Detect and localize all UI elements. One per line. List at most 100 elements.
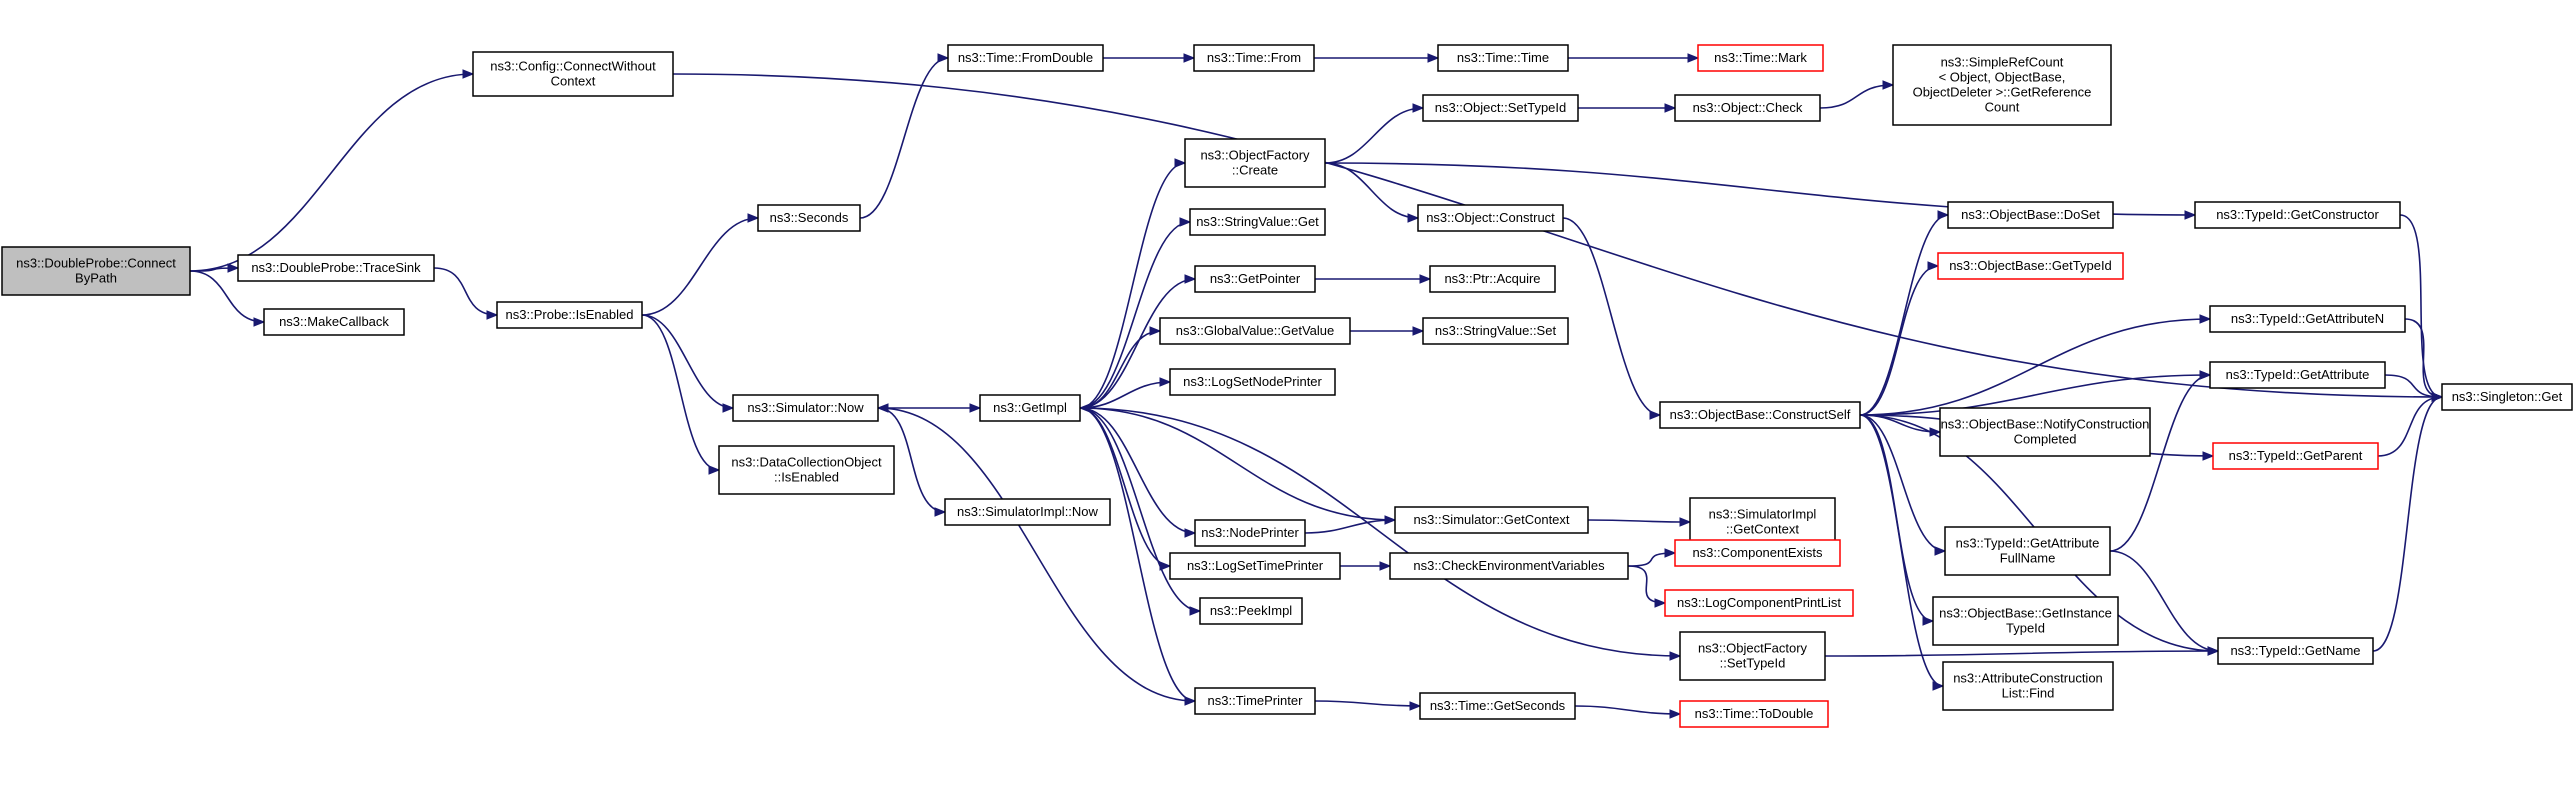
edge-arrowhead bbox=[227, 263, 240, 273]
edge-arrowhead bbox=[1183, 53, 1196, 63]
node-box bbox=[1394, 506, 1589, 534]
node-label: ns3::Ptr::Acquire bbox=[1444, 271, 1540, 286]
node-label: ns3::GlobalValue::GetValue bbox=[1176, 323, 1335, 338]
node-label: ns3::GetPointer bbox=[1210, 271, 1301, 286]
node-of-create[interactable]: ns3::ObjectFactory::Create bbox=[1184, 138, 1326, 188]
node-box bbox=[2209, 361, 2386, 389]
node-box bbox=[2217, 637, 2374, 665]
edge-get-constructor-to-singleton-get bbox=[2399, 214, 2443, 398]
node-label: ns3::Object::SetTypeId bbox=[1435, 100, 1567, 115]
edge-sim-get-context-to-get-impl bbox=[1079, 407, 1396, 521]
node-to-double[interactable]: ns3::Time::ToDouble bbox=[1679, 700, 1829, 728]
edge-root-to-connect-without bbox=[189, 73, 474, 272]
node-str-val-get[interactable]: ns3::StringValue::Get bbox=[1189, 208, 1326, 236]
node-from-double[interactable]: ns3::Time::FromDouble bbox=[947, 44, 1104, 72]
node-sim-now[interactable]: ns3::Simulator::Now bbox=[732, 394, 879, 422]
node-box bbox=[1419, 692, 1576, 720]
node-obj-check[interactable]: ns3::Object::Check bbox=[1674, 94, 1821, 122]
node-label: ns3::SimulatorImpl::Now bbox=[957, 504, 1098, 519]
node-sim-get-context[interactable]: ns3::Simulator::GetContext bbox=[1394, 506, 1589, 534]
edge-ob-construct-self-to-ac-list-find bbox=[1859, 414, 1944, 687]
node-label: ns3::ObjectFactory bbox=[1200, 148, 1310, 163]
node-label: ns3::TimePrinter bbox=[1208, 693, 1304, 708]
node-get-impl[interactable]: ns3::GetImpl bbox=[979, 394, 1081, 422]
node-node-printer[interactable]: ns3::NodePrinter bbox=[1194, 519, 1306, 547]
node-label: ns3::TypeId::GetAttribute bbox=[2226, 367, 2370, 382]
edge-arrowhead bbox=[462, 69, 475, 79]
node-sim-impl-get-context[interactable]: ns3::SimulatorImpl::GetContext bbox=[1689, 497, 1836, 547]
node-obj-set-type-id[interactable]: ns3::Object::SetTypeId bbox=[1422, 94, 1579, 122]
edge-arrowhead bbox=[1174, 158, 1187, 168]
edge-get-impl-to-log-set-time-printer bbox=[1079, 407, 1171, 567]
edge-get-impl-to-time-printer bbox=[1079, 407, 1196, 702]
node-box bbox=[1942, 661, 2114, 711]
edge-arrowhead bbox=[747, 213, 760, 223]
edge-sim-now-to-sim-impl-now bbox=[877, 407, 946, 513]
edge-get-seconds-to-to-double bbox=[1574, 705, 1681, 715]
node-label: ns3::Time::From bbox=[1207, 50, 1301, 65]
node-label: ns3::LogSetTimePrinter bbox=[1187, 558, 1324, 573]
edge-time-printer-to-get-seconds bbox=[1314, 700, 1421, 707]
node-time-printer[interactable]: ns3::TimePrinter bbox=[1194, 687, 1316, 715]
node-log-set-time-printer[interactable]: ns3::LogSetTimePrinter bbox=[1169, 552, 1341, 580]
node-obj-construct[interactable]: ns3::Object::Construct bbox=[1417, 204, 1564, 232]
edge-seconds-to-from-double bbox=[859, 57, 949, 219]
node-box bbox=[2209, 305, 2406, 333]
node-label: ns3::NodePrinter bbox=[1201, 525, 1299, 540]
node-trace-sink[interactable]: ns3::DoubleProbe::TraceSink bbox=[237, 254, 435, 282]
node-check-env[interactable]: ns3::CheckEnvironmentVariables bbox=[1389, 552, 1629, 580]
node-get-attribute[interactable]: ns3::TypeId::GetAttribute bbox=[2209, 361, 2386, 389]
node-get-parent[interactable]: ns3::TypeId::GetParent bbox=[2212, 442, 2379, 470]
node-get-seconds[interactable]: ns3::Time::GetSeconds bbox=[1419, 692, 1576, 720]
node-dco-is-enabled[interactable]: ns3::DataCollectionObject::IsEnabled bbox=[718, 445, 895, 495]
node-get-constructor[interactable]: ns3::TypeId::GetConstructor bbox=[2194, 201, 2401, 229]
node-singleton-get[interactable]: ns3::Singleton::Get bbox=[2441, 383, 2573, 411]
node-ob-construct-self[interactable]: ns3::ObjectBase::ConstructSelf bbox=[1659, 401, 1861, 429]
edge-of-create-to-obj-construct bbox=[1324, 162, 1419, 219]
node-time-time[interactable]: ns3::Time::Time bbox=[1437, 44, 1569, 72]
node-make-callback[interactable]: ns3::MakeCallback bbox=[263, 308, 405, 336]
node-global-get-value[interactable]: ns3::GlobalValue::GetValue bbox=[1159, 317, 1351, 345]
edge-get-impl-to-str-val-get bbox=[1079, 221, 1191, 409]
node-ob-do-set[interactable]: ns3::ObjectBase::DoSet bbox=[1947, 201, 2114, 229]
edge-arrowhead bbox=[1412, 103, 1425, 113]
edge-get-attribute-to-singleton-get bbox=[2384, 374, 2443, 398]
node-of-set-type-id[interactable]: ns3::ObjectFactory::SetTypeId bbox=[1679, 631, 1826, 681]
node-box bbox=[1189, 208, 1326, 236]
node-time-from[interactable]: ns3::Time::From bbox=[1193, 44, 1315, 72]
node-label: ns3::CheckEnvironmentVariables bbox=[1413, 558, 1605, 573]
node-label: ns3::Object::Check bbox=[1693, 100, 1803, 115]
node-seconds[interactable]: ns3::Seconds bbox=[757, 204, 861, 232]
edge-arrowhead bbox=[969, 403, 982, 413]
node-box bbox=[1159, 317, 1351, 345]
node-ob-get-type-id[interactable]: ns3::ObjectBase::GetTypeId bbox=[1937, 252, 2124, 280]
node-peek-impl[interactable]: ns3::PeekImpl bbox=[1199, 597, 1303, 625]
node-label: ns3::Seconds bbox=[770, 210, 849, 225]
node-label: ns3::ComponentExists bbox=[1692, 545, 1823, 560]
node-get-pointer[interactable]: ns3::GetPointer bbox=[1194, 265, 1316, 293]
node-get-name[interactable]: ns3::TypeId::GetName bbox=[2217, 637, 2374, 665]
node-str-val-set[interactable]: ns3::StringValue::Set bbox=[1422, 317, 1569, 345]
edge-arrowhead bbox=[1412, 326, 1425, 336]
node-log-component-print-list[interactable]: ns3::LogComponentPrintList bbox=[1664, 589, 1854, 617]
node-ptr-acquire[interactable]: ns3::Ptr::Acquire bbox=[1429, 265, 1556, 293]
edge-connect-without-to-singleton-get bbox=[672, 73, 2443, 398]
node-log-set-node-printer[interactable]: ns3::LogSetNodePrinter bbox=[1169, 368, 1336, 396]
node-label: ::IsEnabled bbox=[774, 470, 839, 485]
node-label: FullName bbox=[2000, 551, 2056, 566]
node-time-mark[interactable]: ns3::Time::Mark bbox=[1697, 44, 1824, 72]
node-probe-is-enabled[interactable]: ns3::Probe::IsEnabled bbox=[496, 301, 643, 329]
edge-arrowhead bbox=[1882, 80, 1895, 90]
node-sim-impl-now[interactable]: ns3::SimulatorImpl::Now bbox=[944, 498, 1111, 526]
node-ob-notify[interactable]: ns3::ObjectBase::NotifyConstructionCompl… bbox=[1939, 407, 2151, 457]
node-get-attribute-n[interactable]: ns3::TypeId::GetAttributeN bbox=[2209, 305, 2406, 333]
node-label: ns3::StringValue::Set bbox=[1435, 323, 1557, 338]
node-component-exists[interactable]: ns3::ComponentExists bbox=[1674, 539, 1841, 567]
node-simple-ref-count[interactable]: ns3::SimpleRefCount< Object, ObjectBase,… bbox=[1892, 44, 2112, 126]
edge-arrowhead bbox=[1932, 681, 1945, 691]
